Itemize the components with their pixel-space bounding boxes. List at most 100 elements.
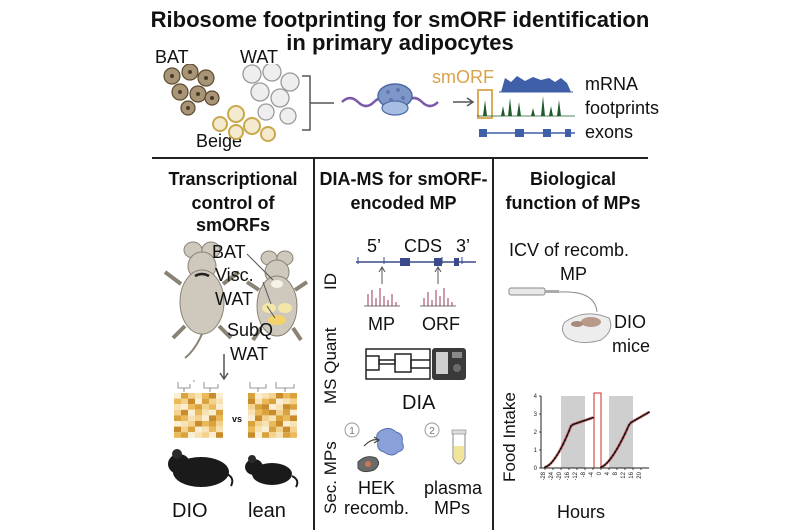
x-tick-label: -24 [549,471,555,480]
gene-model-and-spectra [356,257,476,307]
genome-tracks [477,76,575,137]
heatmap-cell [181,398,188,405]
heatmap-cell [209,404,216,410]
heatmap-cell [283,404,290,410]
x-tick-label: 20 [637,471,643,478]
injection-marker [593,392,602,469]
row-label-ms-quant: MS Quant [321,327,340,404]
y-tick-label: 1 [534,448,538,454]
intake-point [622,436,624,439]
intake-point [614,451,616,454]
heatmap-cell [262,404,269,410]
x-tick-label: 8 [613,471,619,475]
heatmap-cell [202,398,209,405]
dio-label: DIO [172,500,208,522]
heatmap-cell [290,393,297,399]
heatmap-cell [248,404,255,410]
heatmap-cell [283,415,290,421]
panel2-title-line1: DIA-MS for smORF- [319,169,488,189]
wat-label: WAT [240,47,278,67]
heatmap-cell [269,409,276,416]
heatmap-vs-label: vs [232,414,243,424]
intake-point [576,422,578,424]
intake-point [620,440,622,443]
heatmap-cell [276,398,283,405]
track-exons-label: exons [585,122,634,142]
intake-point [610,457,612,460]
x-tick-label: -16 [565,471,571,480]
heatmap-cell [202,393,209,399]
heatmap-cell [174,432,181,438]
intake-point [580,420,582,423]
intake-point [630,421,632,424]
heatmap-cell [262,409,269,416]
heatmap-cell [255,421,262,427]
heatmap-cell [181,409,188,416]
lean-mouse-icon [245,455,299,488]
heatmap-cell [262,415,269,421]
heatmap-cell [262,421,269,427]
chart-y-label: Food Intake [500,392,519,482]
mouse-left [163,241,241,359]
track-footprints-label: footprints [585,98,660,118]
heatmap-cell [188,404,195,410]
heatmap-cell [255,409,262,416]
heatmap-cell [209,393,216,399]
heatmap-cell [209,421,216,427]
source-plasma-line2: MPs [434,498,470,518]
heatmap-cell [202,432,209,438]
heatmap-cell [276,393,283,399]
plasma-tube-icon [451,429,467,465]
spectrum-orf-label: ORF [422,314,460,334]
merge-bracket [302,75,334,131]
intake-point [572,423,574,426]
heatmap-cell [262,432,269,438]
x-tick-label: 16 [629,471,635,478]
step-1-number: 1 [349,426,355,437]
tissue-bat-label: BAT [212,242,246,262]
heatmap-cell [195,415,202,421]
heatmap-cell [202,404,209,410]
y-tick-label: 3 [534,412,538,418]
horizontal-divider [152,157,648,159]
gene-5prime-label: 5’ [367,236,382,256]
heatmap-cell [255,398,262,405]
intake-point [570,425,572,427]
dia-label: DIA [402,392,436,414]
heatmap-cell [276,426,283,433]
intake-point [608,459,610,462]
heatmap-cell [209,432,216,438]
dark-phase-band [561,396,585,468]
intake-point [578,421,580,424]
intake-point [586,418,588,421]
lean-label: lean [248,500,286,522]
mass-spectrometer-icon [432,348,466,380]
intake-point [544,466,546,468]
intake-point [554,457,556,460]
heatmap-cell [188,415,195,421]
heatmap-cell [283,398,290,405]
adipocyte-cells-illustration [163,64,300,142]
source-hek-line1: HEK [358,478,396,498]
heatmap-cell [216,426,223,433]
down-arrow [219,354,229,381]
heatmap-left [174,380,223,438]
heatmap-cell [283,393,290,399]
source-hek-line2: recomb. [344,498,410,518]
heatmap-cell [290,409,297,416]
y-tick-label: 0 [534,466,538,472]
heatmap-cell [209,426,216,433]
dio-mice-line1: DIO [614,312,647,332]
intake-point [568,430,570,432]
dia-window-diagram [365,348,431,380]
heatmap-cell [290,415,297,421]
tissue-wat2-label: WAT [230,344,268,364]
heatmap-cell [174,415,181,421]
heatmap-cell [174,404,181,410]
heatmap-cell [195,432,202,438]
heatmap-cell [269,398,276,405]
intake-point [628,424,630,426]
row-label-id: ID [321,273,340,290]
intake-point [632,420,634,423]
